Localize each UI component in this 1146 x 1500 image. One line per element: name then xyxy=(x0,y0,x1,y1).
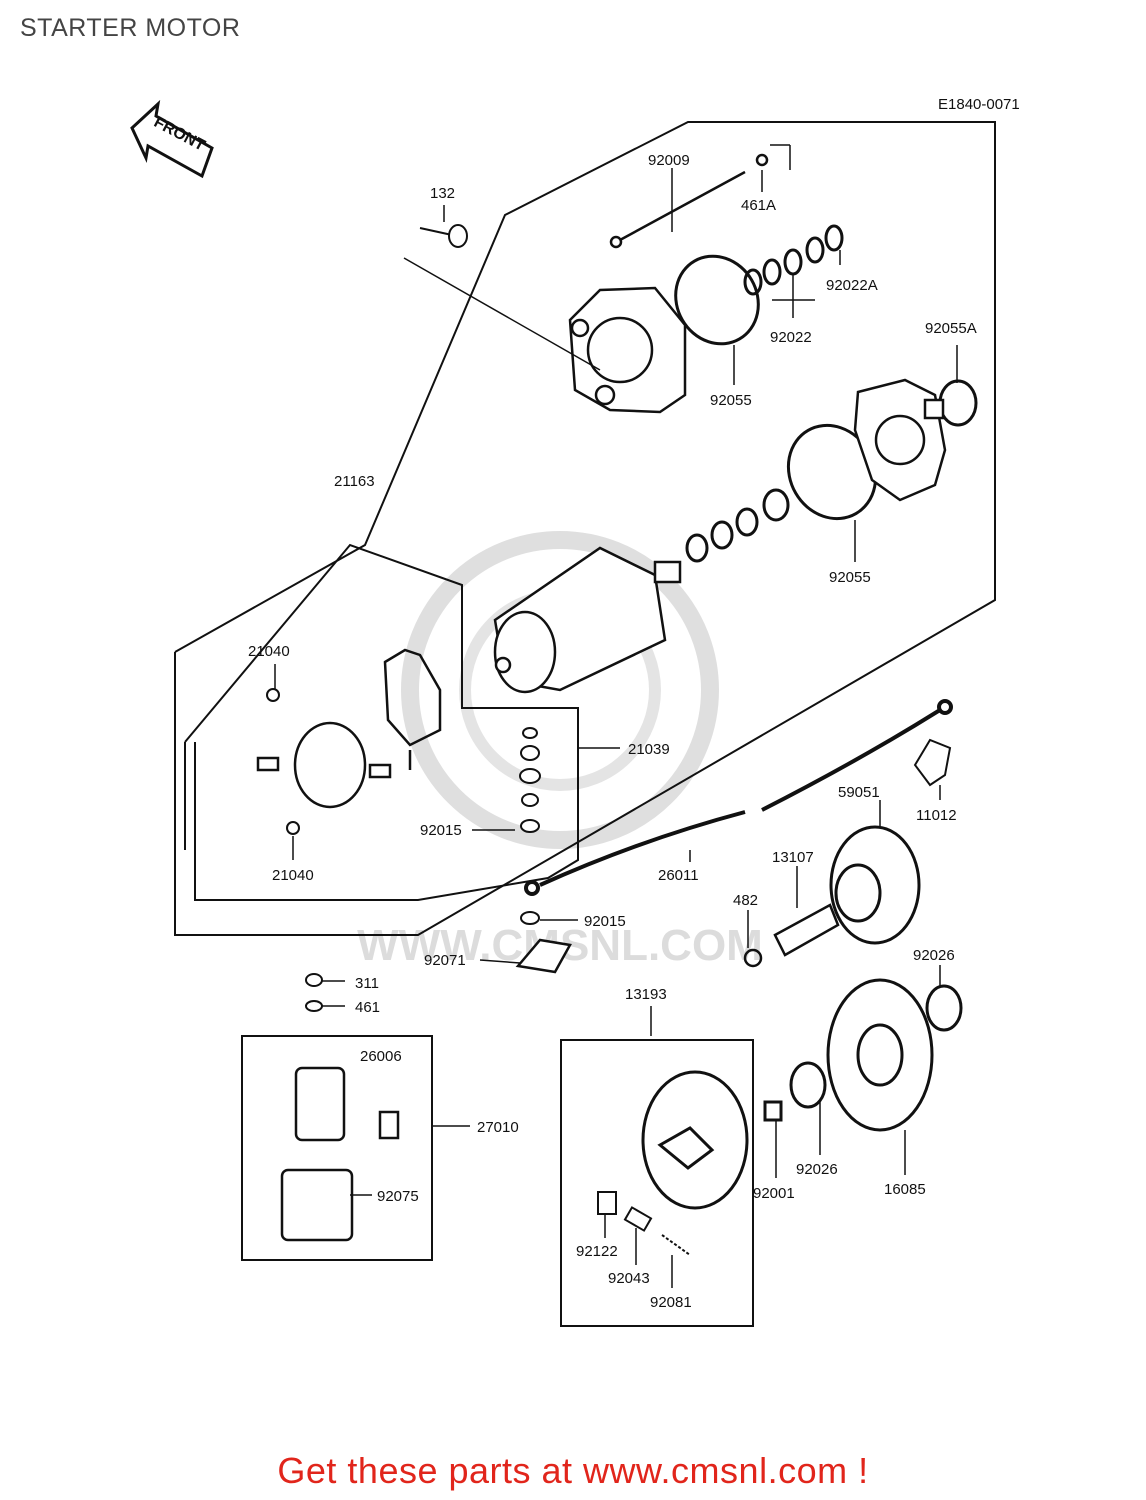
bolt-132 xyxy=(419,224,468,248)
shaft-washers xyxy=(685,488,790,563)
front-cover xyxy=(853,378,947,502)
part-label: 461A xyxy=(741,197,776,214)
idle-shaft xyxy=(743,903,840,968)
part-label: 26011 xyxy=(658,867,699,884)
part-label: 132 xyxy=(430,185,455,202)
brush-holder xyxy=(256,648,442,809)
part-label: 26006 xyxy=(360,1048,402,1065)
leader-lines xyxy=(274,144,958,1288)
assembly-outline xyxy=(174,121,996,936)
part-label: 92055A xyxy=(925,320,977,337)
part-label: 92055 xyxy=(829,569,871,586)
part-label: 461 xyxy=(355,999,380,1016)
part-label: 11012 xyxy=(916,807,957,824)
front-arrow-icon: FRONT xyxy=(130,99,214,179)
terminal-washers xyxy=(519,727,541,925)
part-label: 21040 xyxy=(272,867,314,884)
nut-washer xyxy=(305,973,323,1012)
page-title: STARTER MOTOR xyxy=(20,14,241,42)
clutch-rollers xyxy=(597,1191,691,1256)
part-label: 92026 xyxy=(913,947,955,964)
part-label: 92055 xyxy=(710,392,752,409)
terminal-cap xyxy=(913,738,952,787)
starter-yoke xyxy=(493,546,682,694)
part-label: 27010 xyxy=(477,1119,519,1136)
part-label: 21039 xyxy=(628,741,670,758)
part-label: 92122 xyxy=(576,1243,618,1260)
part-label: 311 xyxy=(355,975,379,992)
relay-box-outline xyxy=(241,1035,754,1327)
part-label: 13193 xyxy=(625,986,667,1003)
starter-clutch xyxy=(641,1070,783,1210)
part-label: 482 xyxy=(733,892,758,909)
part-label: 16085 xyxy=(884,1181,926,1198)
part-label: 92022A xyxy=(826,277,878,294)
part-label: 92015 xyxy=(584,913,626,930)
part-label: 92009 xyxy=(648,152,690,169)
part-label: 92075 xyxy=(377,1188,419,1205)
part-label: 13107 xyxy=(772,849,814,866)
footer-link[interactable]: Get these parts at www.cmsnl.com ! xyxy=(277,1450,869,1491)
clutch-gear xyxy=(789,978,963,1132)
through-bolt xyxy=(609,153,769,249)
rear-cover xyxy=(568,286,687,414)
part-label: 21163 xyxy=(334,473,375,490)
brush-springs xyxy=(266,688,300,835)
part-label: 21040 xyxy=(248,643,290,660)
part-label: 92022 xyxy=(770,329,812,346)
idle-gear xyxy=(829,825,921,945)
part-label: 92001 xyxy=(753,1185,795,1202)
part-label: 92015 xyxy=(420,822,462,839)
part-label: 92071 xyxy=(424,952,466,969)
part-label: 92081 xyxy=(650,1294,692,1311)
part-label: 59051 xyxy=(838,784,880,801)
part-labels: 132 92009 461A 92022A 92022 92055 92055A… xyxy=(248,152,977,1311)
starter-cable xyxy=(524,699,953,896)
part-label: 92043 xyxy=(608,1270,650,1287)
drawing-code: E1840-0071 xyxy=(938,96,1020,113)
starter-relay xyxy=(280,938,572,1242)
part-label: 92026 xyxy=(796,1161,838,1178)
